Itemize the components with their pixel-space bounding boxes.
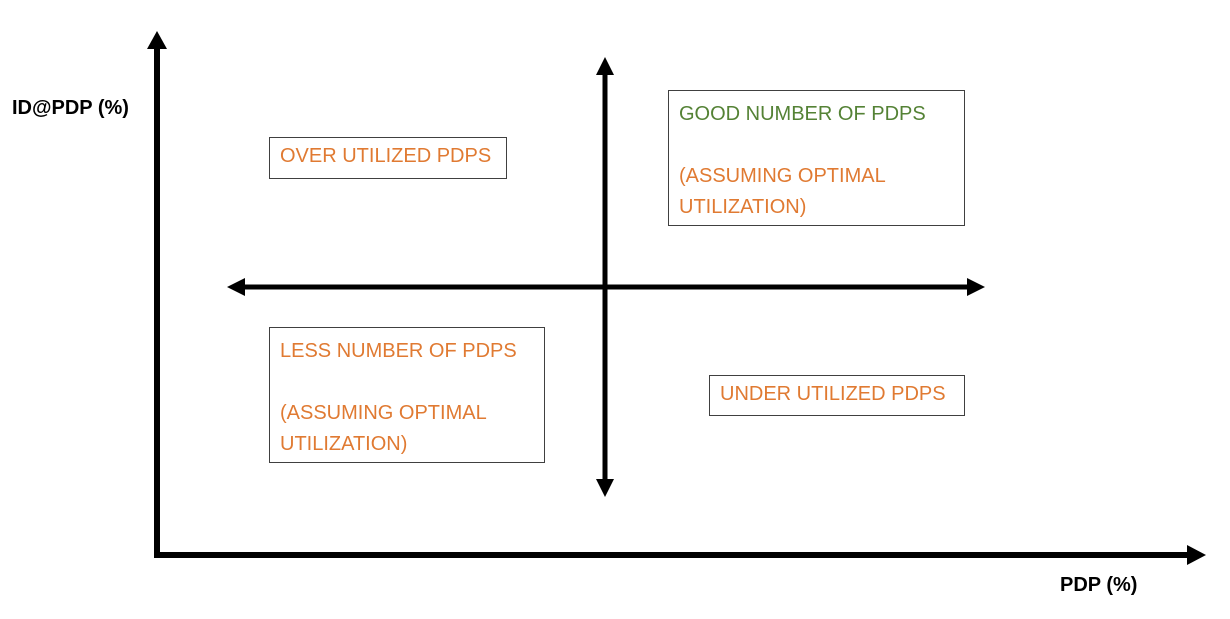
- y-axis-label: ID@PDP (%): [12, 97, 129, 119]
- x-axis-label: PDP (%): [1060, 574, 1138, 596]
- quadrant-top-right-title: GOOD NUMBER OF PDPS: [679, 103, 926, 125]
- quadrant-bottom-left-note-line1: (ASSUMING OPTIMAL: [280, 402, 487, 424]
- quadrant-vertical-arrowhead-bottom: [596, 479, 614, 497]
- quadrant-bottom-right-text: UNDER UTILIZED PDPS: [720, 383, 946, 405]
- quadrant-top-left-text: OVER UTILIZED PDPS: [280, 145, 492, 167]
- quadrant-horizontal-arrowhead-right: [967, 278, 985, 296]
- x-axis-arrowhead: [1187, 545, 1206, 565]
- quadrant-vertical-arrowhead-top: [596, 57, 614, 75]
- quadrant-bottom-left-title: LESS NUMBER OF PDPS: [280, 340, 517, 362]
- quadrant-top-left-box: OVER UTILIZED PDPS: [269, 137, 507, 179]
- y-axis-arrowhead: [147, 31, 167, 49]
- quadrant-top-right-note-line2: UTILIZATION): [679, 196, 807, 218]
- quadrant-top-right-box: GOOD NUMBER OF PDPS (ASSUMING OPTIMAL UT…: [668, 90, 965, 226]
- quadrant-bottom-left-box: LESS NUMBER OF PDPS (ASSUMING OPTIMAL UT…: [269, 327, 545, 463]
- quadrant-top-right-note-line1: (ASSUMING OPTIMAL: [679, 165, 886, 187]
- quadrant-horizontal-arrowhead-left: [227, 278, 245, 296]
- quadrant-bottom-left-note-line2: UTILIZATION): [280, 433, 408, 455]
- quadrant-bottom-right-box: UNDER UTILIZED PDPS: [709, 375, 965, 416]
